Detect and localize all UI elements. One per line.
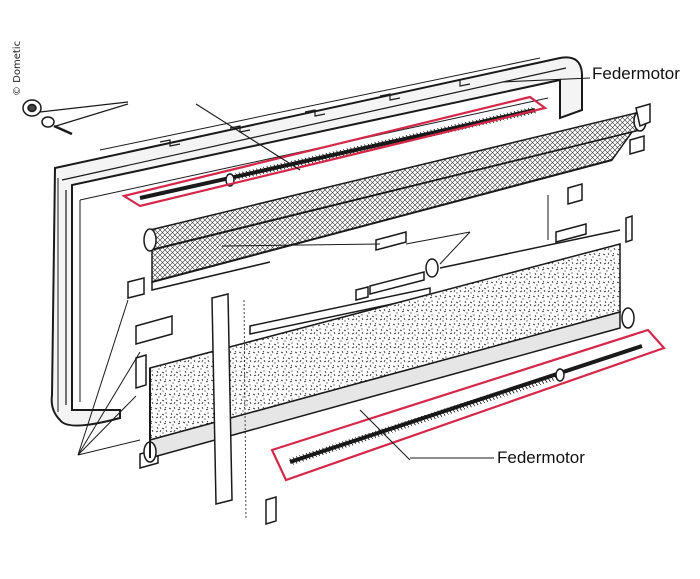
bottom-spring-motor	[270, 328, 666, 482]
screw-parts	[22, 99, 129, 136]
top-label-leader	[501, 77, 591, 83]
top-mesh-roller	[143, 110, 647, 291]
middle-mechanism	[221, 229, 621, 335]
right-brackets	[547, 103, 651, 244]
label-federmotor-top: Federmotor	[592, 64, 680, 83]
label-federmotor-bottom: Federmotor	[497, 448, 585, 467]
top-spring-motor	[121, 95, 548, 208]
window-frame	[50, 56, 583, 427]
lower-blind-roller	[143, 243, 635, 463]
leader-lines	[195, 77, 591, 461]
copyright-text: © Dometic	[12, 40, 23, 96]
frame-clips	[159, 79, 471, 147]
side-strip	[211, 293, 277, 526]
bottom-motor-highlight	[270, 328, 666, 482]
top-motor-highlight	[121, 95, 548, 208]
